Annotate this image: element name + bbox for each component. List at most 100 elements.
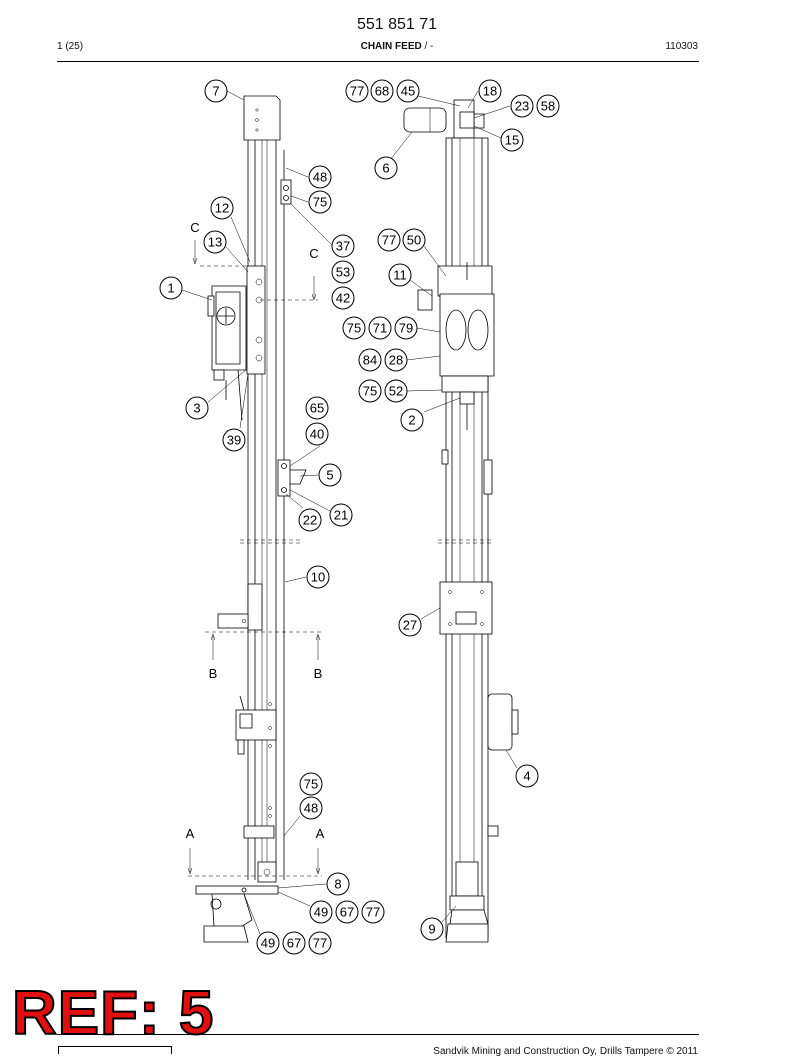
svg-text:75: 75 [304,777,318,792]
svg-text:45: 45 [401,84,415,99]
callout-2: 2 [400,408,424,432]
callout-8: 8 [326,872,350,896]
callout-5: 5 [318,463,342,487]
svg-text:65: 65 [310,401,324,416]
svg-text:75: 75 [363,384,377,399]
svg-text:49: 49 [261,936,275,951]
svg-text:3: 3 [193,401,200,416]
callout-40: 40 [305,422,329,446]
callout-10: 10 [306,565,330,589]
callout-58: 58 [536,94,560,118]
svg-text:28: 28 [389,353,403,368]
callout-77-mid: 77 [377,228,401,252]
callout-18: 18 [478,79,502,103]
svg-text:48: 48 [304,801,318,816]
callout-75-low: 75 [358,379,382,403]
callout-79: 79 [394,316,418,340]
callout-52: 52 [384,379,408,403]
header-divider [57,61,699,62]
leader-lines [181,90,518,935]
svg-text:68: 68 [375,84,389,99]
svg-text:52: 52 [389,384,403,399]
right-feed-view [403,99,519,943]
svg-text:40: 40 [310,427,324,442]
callout-3: 3 [185,396,209,420]
section-label-c-right: C [309,246,318,261]
callout-22: 22 [298,508,322,532]
svg-text:6: 6 [382,161,389,176]
svg-text:10: 10 [311,570,325,585]
callout-75-upper: 75 [308,190,332,214]
section-label-a-right: A [316,826,325,841]
svg-text:9: 9 [428,922,435,937]
svg-text:77: 77 [313,936,327,951]
callout-4: 4 [515,764,539,788]
svg-text:15: 15 [505,133,519,148]
footer-divider [57,1034,699,1035]
svg-text:67: 67 [340,905,354,920]
section-label-b-right: B [314,666,323,681]
callout-75-lower: 75 [299,772,323,796]
svg-text:50: 50 [407,233,421,248]
callout-77-a: 77 [361,900,385,924]
left-feed-view [187,95,322,943]
callout-12: 12 [210,196,234,220]
callout-21: 21 [329,503,353,527]
section-label-b-left: B [209,666,218,681]
exploded-parts-drawing: C C B B A A [159,79,560,955]
callout-48-upper: 48 [308,165,332,189]
callout-7: 7 [204,79,228,103]
svg-text:75: 75 [347,321,361,336]
svg-text:58: 58 [541,99,555,114]
callout-42: 42 [331,286,355,310]
callout-71: 71 [368,316,392,340]
callout-77-top: 77 [345,79,369,103]
callout-balloons: 7 12 13 1 3 39 48 75 37 53 42 65 40 5 21… [159,79,560,955]
svg-text:48: 48 [313,170,327,185]
svg-text:8: 8 [334,877,341,892]
callout-48-lower: 48 [299,796,323,820]
callout-77-b: 77 [308,931,332,955]
svg-text:77: 77 [366,905,380,920]
svg-text:39: 39 [227,433,241,448]
callout-1: 1 [159,276,183,300]
svg-text:77: 77 [382,233,396,248]
callout-67-a: 67 [335,900,359,924]
callout-45: 45 [396,79,420,103]
svg-text:77: 77 [350,84,364,99]
callout-49-b: 49 [256,931,280,955]
svg-text:13: 13 [208,235,222,250]
section-label-c-left: C [190,220,199,235]
svg-text:53: 53 [336,265,350,280]
callout-28: 28 [384,348,408,372]
svg-text:12: 12 [215,201,229,216]
page-title: CHAIN FEED / - [0,41,794,52]
callout-50: 50 [402,228,426,252]
svg-text:71: 71 [373,321,387,336]
svg-text:2: 2 [408,413,415,428]
callout-67-b: 67 [282,931,306,955]
callout-65: 65 [305,396,329,420]
callout-15: 15 [500,128,524,152]
footer-copyright: Sandvik Mining and Construction Oy, Dril… [433,1046,698,1057]
page-title-suffix: / - [421,41,434,52]
callout-37: 37 [331,234,355,258]
svg-text:84: 84 [363,353,377,368]
svg-text:4: 4 [523,769,530,784]
section-labels: C C B B A A [186,220,325,841]
svg-text:7: 7 [212,84,219,99]
callout-75-mid: 75 [342,316,366,340]
page-indicator: 1 (25) [57,41,84,52]
ref-stamp: REF: 5 [11,979,215,1048]
callout-6: 6 [374,156,398,180]
svg-text:22: 22 [303,513,317,528]
section-label-a-left: A [186,826,195,841]
svg-text:27: 27 [403,618,417,633]
document-date: 110303 [665,41,698,52]
callout-49-a: 49 [309,900,333,924]
svg-text:11: 11 [393,268,407,283]
svg-text:37: 37 [336,239,350,254]
page-title-text: CHAIN FEED [360,41,422,52]
svg-text:5: 5 [326,468,333,483]
callout-68: 68 [370,79,394,103]
